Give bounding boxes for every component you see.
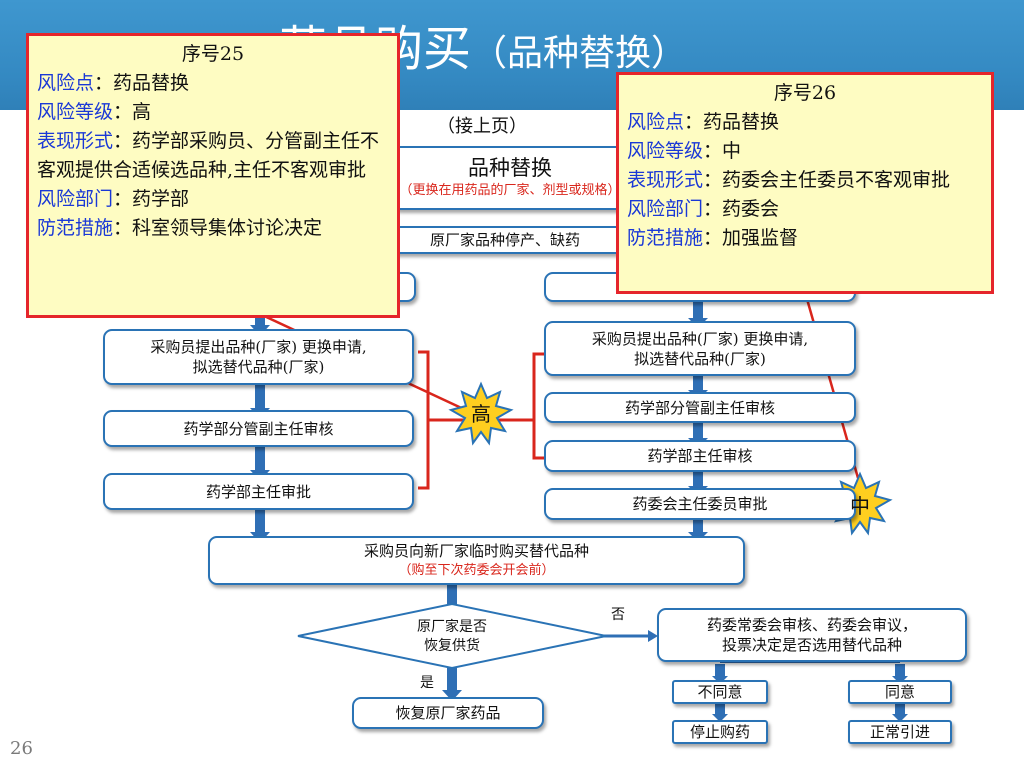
note25-measure: 防范措施：科室领导集体讨论决定 [37,217,323,239]
left-apply-line2: 拟选替代品种(厂家) [192,358,325,376]
continued-label: （接上页） [437,116,527,137]
proceed-box: 正常引进 [848,720,952,744]
top-box-note: （更换在用药品的厂家、剂型或规格） [399,183,621,198]
note25-form: 表现形式：药学部采购员、分管副主任不客观提供合适候选品种,主任不客观审批 [37,130,380,181]
committee-vote-box: 药委常委会审核、药委会审议， 投票决定是否选用替代品种 [657,608,967,662]
arrowhead [892,714,908,722]
right-director-review-text: 药学部主任审核 [647,447,753,465]
mid-badge-text: 中 [850,494,870,518]
restore-text: 恢复原厂家药品 [395,704,501,722]
right-deputy-review-box: 药学部分管副主任审核 [544,392,856,423]
right-risk-bracket [532,352,544,460]
note25-point: 风险点：药品替换 [37,72,190,94]
right-director-review-box: 药学部主任审核 [544,440,856,472]
note26-form: 表现形式：药委会主任委员不客观审批 [627,169,951,191]
left-deputy-review-text: 药学部分管副主任审核 [183,419,334,438]
agree-text: 同意 [884,683,915,701]
left-risk-bracket [418,350,430,490]
agree-box: 同意 [848,680,952,704]
disagree-text: 不同意 [697,683,743,701]
left-director-approve-box: 药学部主任审批 [103,473,414,510]
yes-label: 是 [420,675,434,691]
right-apply-line1: 采购员提出品种(厂家) 更换申请, [591,329,809,348]
reason-text: 原厂家品种停产、缺药 [429,231,580,249]
risk-note-26: 序号26 风险点：药品替换 风险等级：中 表现形式：药委会主任委员不客观审批 风… [616,72,994,294]
right-deputy-review-text: 药学部分管副主任审核 [624,398,775,417]
title-sub: （品种替换） [471,33,688,74]
note25-seq: 序号25 [181,43,245,65]
reason-box: 原厂家品种停产、缺药 [370,226,640,254]
arrowhead [712,714,728,722]
no-arrowhead [648,630,658,642]
right-apply-box: 采购员提出品种(厂家) 更换申请, 拟选替代品种(厂家) [544,321,856,376]
right-committee-approve-text: 药委会主任委员审批 [632,495,768,513]
decision-line2: 恢复供货 [424,638,480,654]
page-number: 26 [10,738,33,759]
decision-diamond [297,602,607,670]
right-committee-approve-box: 药委会主任委员审批 [544,488,856,520]
top-box-title: 品种替换 [468,156,552,180]
decision-line1: 原厂家是否 [417,619,487,635]
note26-level: 风险等级：中 [627,140,742,162]
risk-note-25: 序号25 风险点：药品替换 风险等级：高 表现形式：药学部采购员、分管副主任不客… [26,33,400,318]
note25-level: 风险等级：高 [37,101,152,123]
note26-point: 风险点：药品替换 [627,111,780,133]
high-risk-badge [448,381,514,446]
stop-text: 停止购药 [689,723,750,741]
high-badge-text: 高 [471,402,491,426]
temp-buy-note: （购至下次药委会开会前） [398,562,555,578]
temp-buy-text: 采购员向新厂家临时购买替代品种 [363,541,589,560]
note26-dept: 风险部门：药委会 [627,198,780,220]
note26-measure: 防范措施：加强监督 [627,227,799,249]
proceed-text: 正常引进 [869,723,930,741]
decision-text: 原厂家是否 恢复供货 [392,618,512,656]
no-label: 否 [611,607,625,623]
committee-vote-line1: 药委常委会审核、药委会审议， [706,616,917,634]
right-apply-line2: 拟选替代品种(厂家) [634,349,766,368]
temp-buy-box: 采购员向新厂家临时购买替代品种 （购至下次药委会开会前） [208,536,745,585]
left-director-approve-text: 药学部主任审批 [205,482,311,501]
restore-box: 恢复原厂家药品 [352,697,544,729]
left-apply-line1: 采购员提出品种(厂家) 更换申请, [150,338,367,356]
top-box-variety-replace: 品种替换 （更换在用药品的厂家、剂型或规格） [390,146,630,210]
note26-seq: 序号26 [773,82,837,104]
stop-box: 停止购药 [672,720,768,744]
committee-vote-line2: 投票决定是否选用替代品种 [721,636,902,654]
arrowhead [442,690,462,701]
left-apply-box: 采购员提出品种(厂家) 更换申请, 拟选替代品种(厂家) [103,329,414,385]
disagree-box: 不同意 [672,680,768,704]
left-deputy-review-box: 药学部分管副主任审核 [103,410,414,447]
note25-dept: 风险部门：药学部 [37,188,190,210]
